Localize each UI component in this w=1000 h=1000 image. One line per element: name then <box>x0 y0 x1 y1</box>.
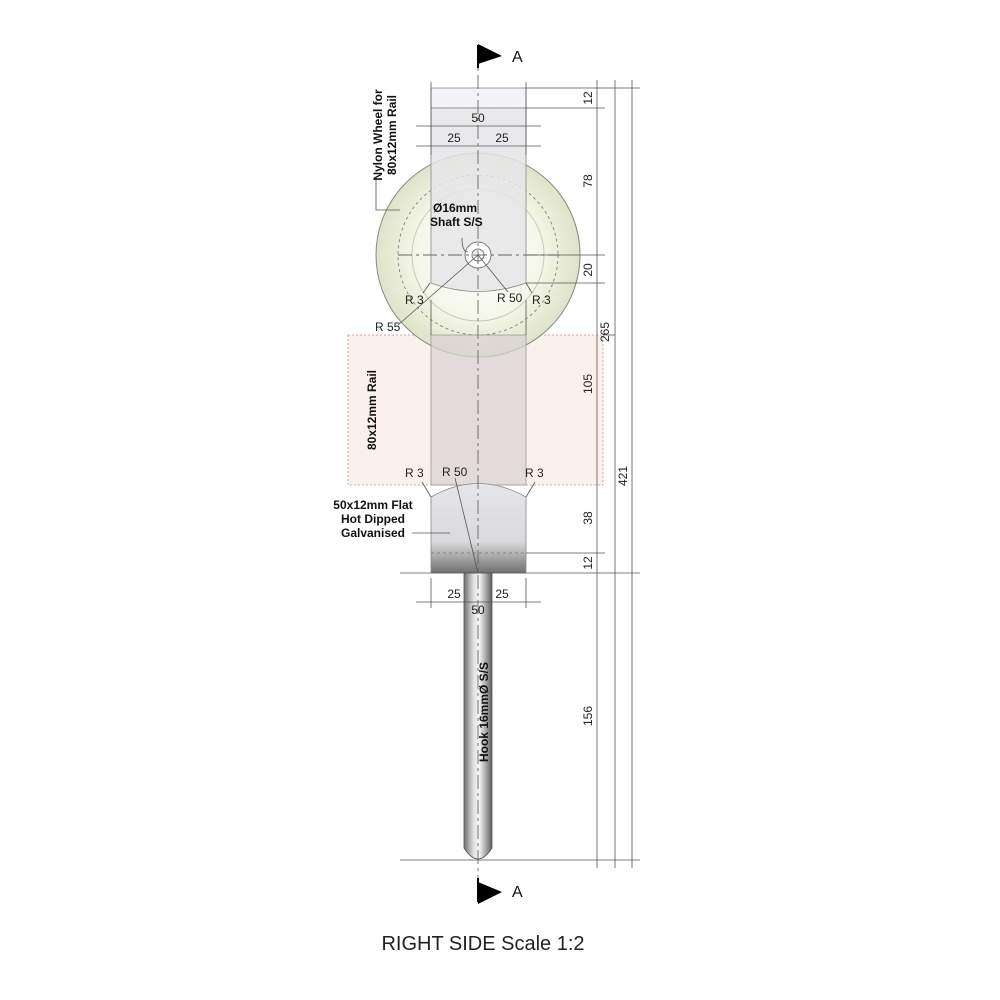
section-label-top: A <box>512 49 523 66</box>
label-flat-line2: Hot Dipped <box>341 512 405 526</box>
top-width-dimension: 50 25 25 <box>416 82 541 155</box>
label-nylon-wheel: Nylon Wheel for 80x12mm Rail <box>371 89 400 211</box>
dim-top-half-right: 25 <box>495 131 509 145</box>
extension-lines <box>400 87 640 861</box>
dim-v-38: 38 <box>581 511 595 525</box>
label-rail: 80x12mm Rail <box>365 370 379 450</box>
bottom-width-dimension: 25 25 50 <box>416 578 541 617</box>
dim-r-bottom-left: R 3 <box>405 466 424 480</box>
dim-v-105: 105 <box>581 374 595 394</box>
dim-bottom-half-right: 25 <box>495 587 509 601</box>
radius-annotations: R 50 R 3 R 3 R 55 R 50 R 3 R 3 <box>375 254 551 574</box>
vertical-dimension-chain: 12 78 20 105 38 12 156 <box>581 80 598 868</box>
dim-v-20: 20 <box>581 263 595 277</box>
dim-v-421: 421 <box>616 466 630 486</box>
dim-r-bottom-right: R 3 <box>525 466 544 480</box>
dim-top-width: 50 <box>471 111 485 125</box>
label-shaft-line2: Shaft S/S <box>430 215 483 229</box>
top-plate <box>430 87 527 109</box>
label-flat-line1: 50x12mm Flat <box>333 498 412 512</box>
hook-rod <box>463 572 493 860</box>
dim-bottom-half-left: 25 <box>447 587 461 601</box>
dim-bottom-width: 50 <box>471 603 485 617</box>
label-nylon-wheel-line2: 80x12mm Rail <box>385 95 399 175</box>
label-shaft-line1: Ø16mm <box>433 201 477 215</box>
dim-v-12-bottom: 12 <box>581 556 595 570</box>
dim-r-wheel: R 55 <box>375 320 401 334</box>
dim-r-shaft-right: R 3 <box>532 293 551 307</box>
label-shaft: Ø16mm Shaft S/S <box>430 201 483 253</box>
flat-bar-middle <box>430 334 527 486</box>
drawing-title: RIGHT SIDE Scale 1:2 <box>381 933 584 955</box>
flat-bar-lower <box>430 483 527 574</box>
dim-v-12-top: 12 <box>581 91 595 105</box>
dim-r-shaft-left: R 3 <box>405 293 424 307</box>
dim-r-shaft: R 50 <box>497 291 523 305</box>
dim-top-half-left: 25 <box>447 131 461 145</box>
label-flat-line3: Galvanised <box>341 526 405 540</box>
dim-v-156: 156 <box>581 706 595 726</box>
flat-bar-upper <box>430 107 527 292</box>
label-hook: Hook 16mmØ S/S <box>477 662 491 762</box>
overall-dimensions: 265 421 <box>598 80 633 868</box>
label-nylon-wheel-line1: Nylon Wheel for <box>371 89 385 181</box>
section-marker-top: A <box>477 44 523 68</box>
section-marker-bottom: A <box>477 878 523 904</box>
dim-v-78: 78 <box>581 174 595 188</box>
dim-v-265: 265 <box>598 322 612 342</box>
label-flat: 50x12mm Flat Hot Dipped Galvanised <box>333 498 450 540</box>
dim-r-bottom: R 50 <box>442 465 468 479</box>
section-label-bottom: A <box>512 884 523 901</box>
